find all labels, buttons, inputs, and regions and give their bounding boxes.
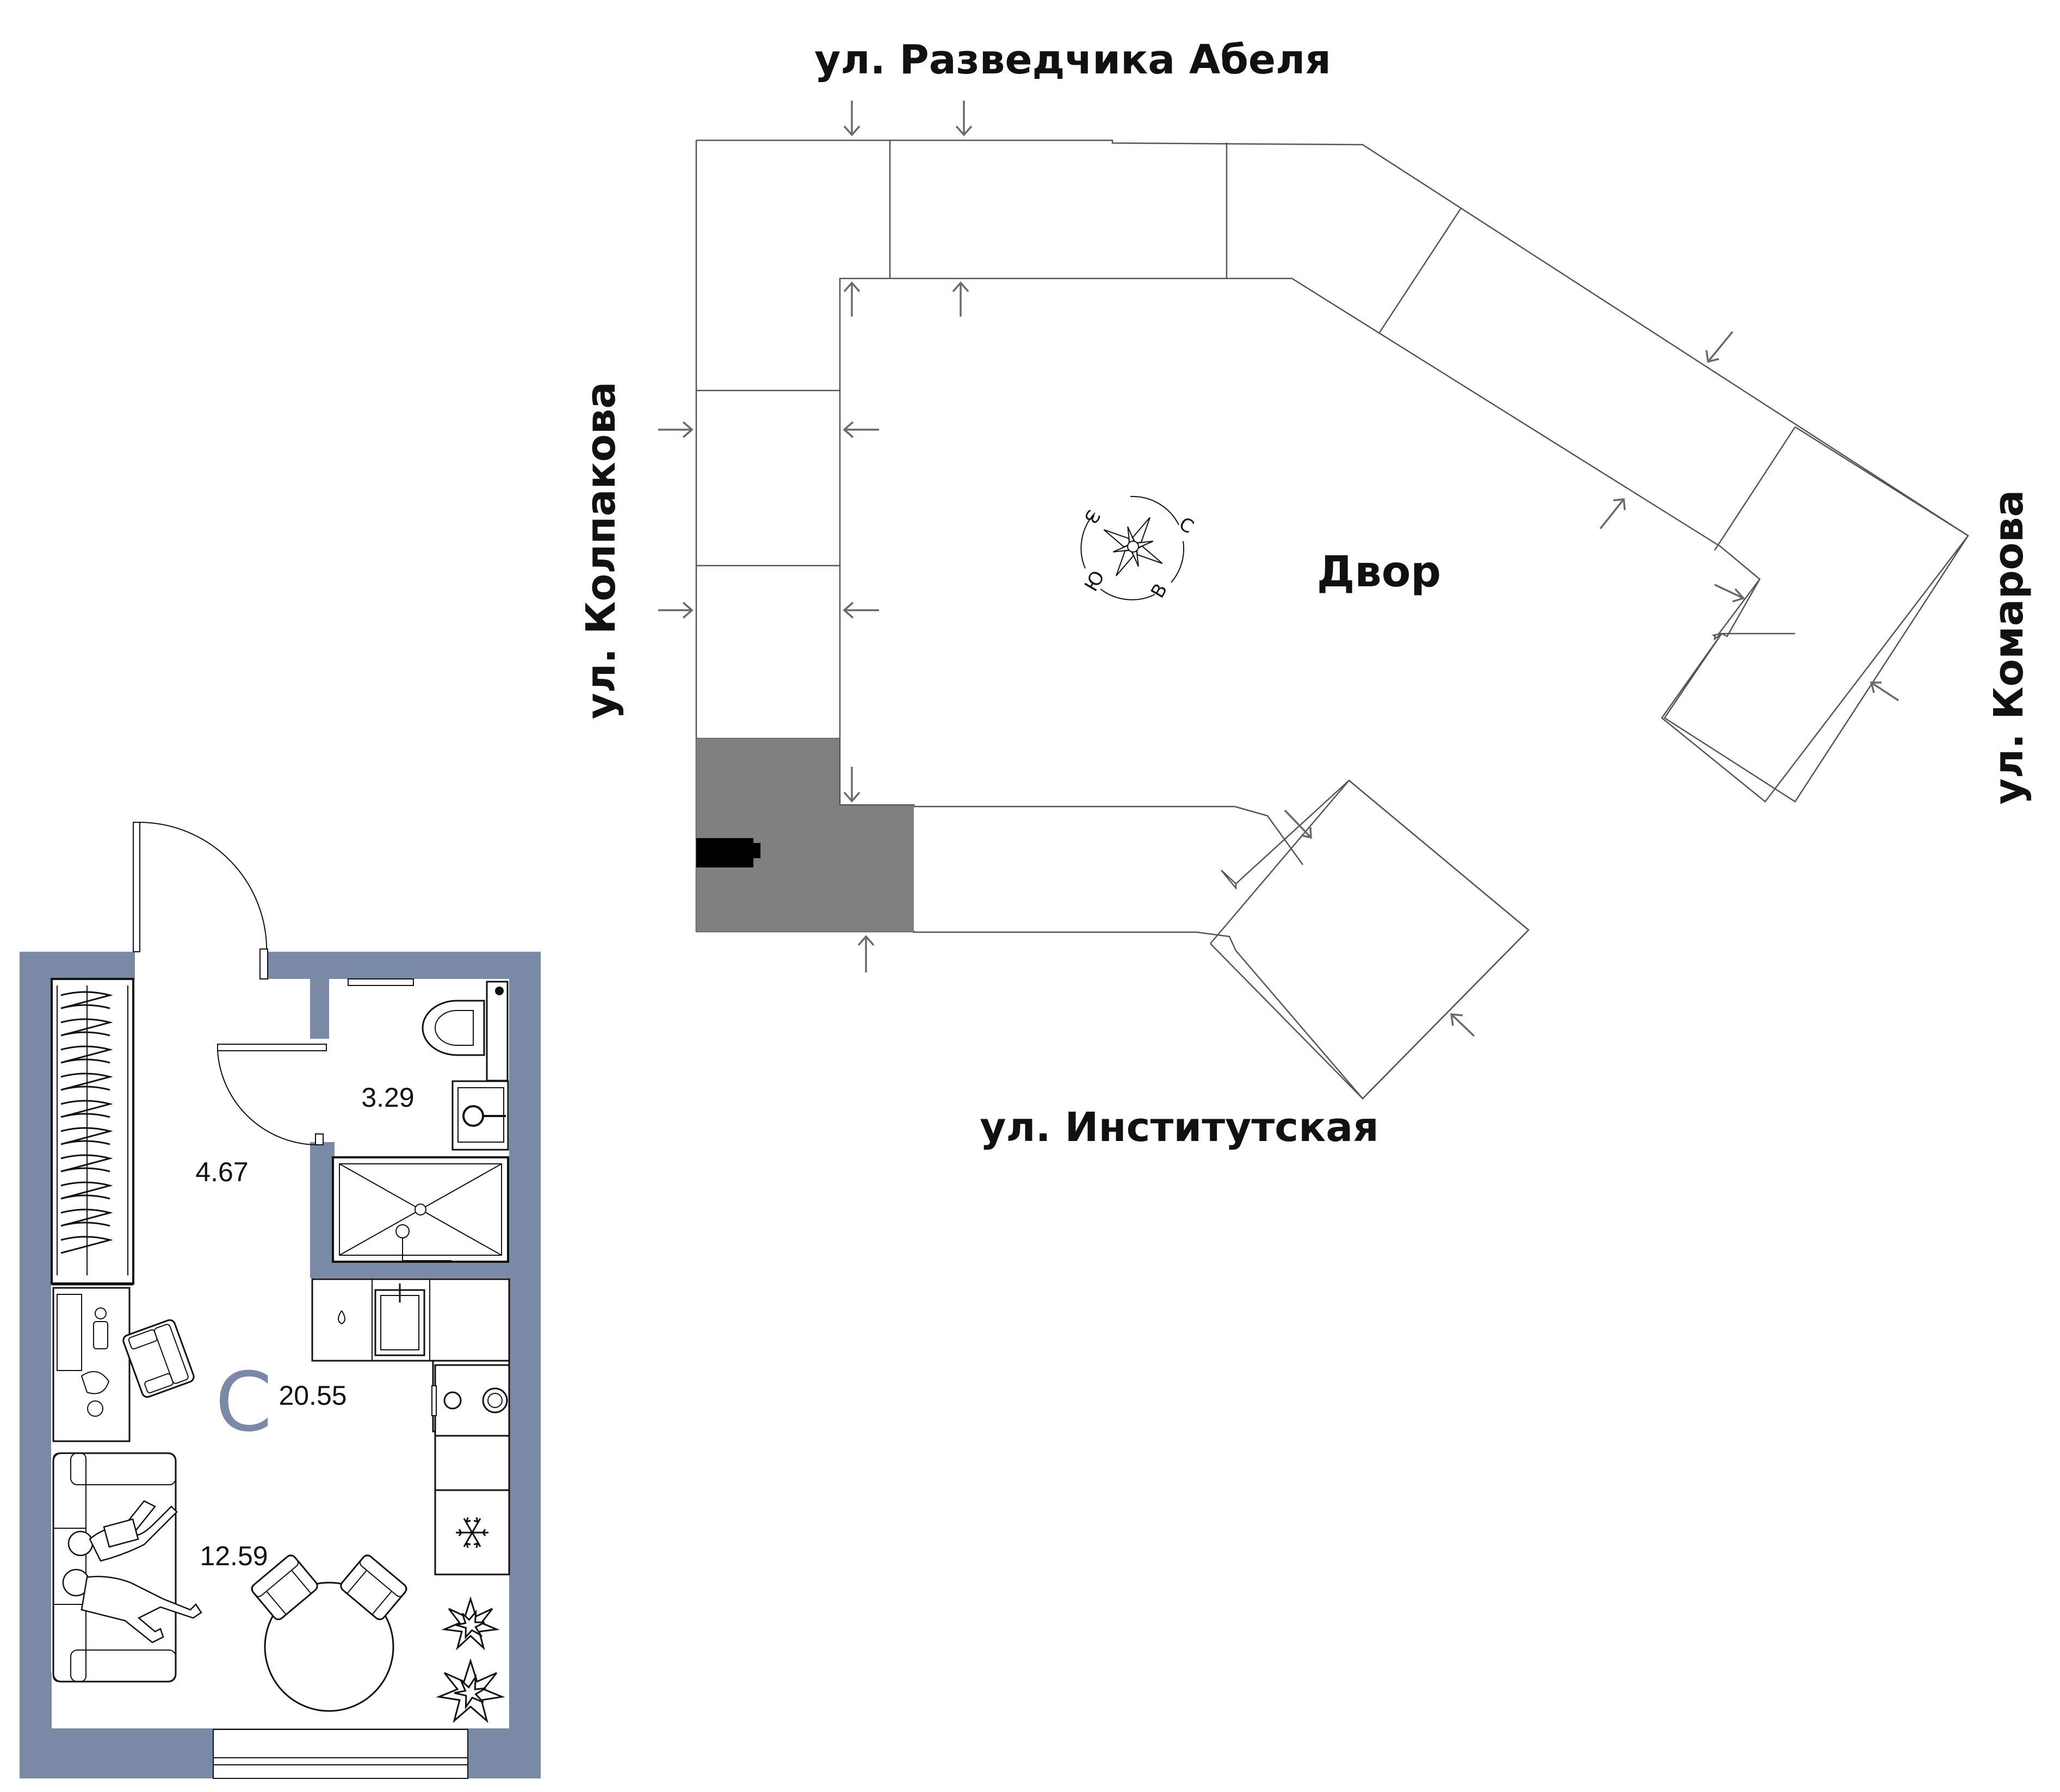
chair-icon [251,1554,318,1621]
desk-icon [52,1287,131,1442]
street-label-south: ул. Институтская [980,1104,1379,1151]
compass-south-label: Ю [1080,567,1109,596]
kitchen-sink-icon [374,1283,425,1356]
compass-east-label: В [1147,580,1172,602]
bathroom-door [217,1044,327,1146]
plant-icon [436,1658,505,1723]
compass-rose-icon: С В Ю З [1079,495,1198,602]
people-icon [62,1500,202,1644]
total-area-label: 20.55 [279,1380,347,1411]
sofa-icon [52,1452,177,1683]
street-label-north: ул. Разведчика Абеля [814,36,1331,83]
compass-north-label: С [1176,513,1198,538]
courtyard-label: Двор [1317,548,1441,597]
fridge-icon [434,1489,510,1576]
dining-table-icon [264,1582,394,1712]
entrance-arrow-icon [658,421,694,438]
building-outline [695,139,1969,1100]
compass-west-label: З [1079,506,1104,528]
washbasin-icon [451,1080,509,1151]
entrance-arrow-icon [952,281,969,317]
entrance-arrow-icon [843,281,861,317]
selected-unit-marker [696,838,760,867]
hallway-area-label: 4.67 [195,1157,248,1187]
entrance-arrow-icon [1450,1013,1475,1037]
apartment-type-letter: С [215,1355,273,1450]
entrance-arrows [658,101,1899,1037]
armchair-icon [122,1319,195,1398]
window [213,1729,468,1779]
entrance-arrow-icon [843,602,879,619]
entrance-arrow-icon [843,421,879,438]
stove-icon [431,1364,510,1437]
entrance-arrow-icon [857,935,875,972]
shower-icon [332,1156,509,1263]
toilet-icon [422,981,509,1082]
entrance-arrow-icon [1714,584,1746,603]
wardrobe-icon [51,978,134,1285]
site-plan: С В Ю З ул. Разведчика Абеля ул. Колпако… [578,36,2032,1151]
entrance-arrow-icon [843,767,861,803]
entrance-arrow-icon [843,101,861,137]
entrance-arrow-icon [1870,681,1899,702]
bathroom-area-label: 3.29 [361,1082,414,1113]
entrance-arrow-icon [955,101,973,137]
street-label-west: ул. Колпакова [578,382,624,720]
entrance-arrow-icon [1599,498,1626,530]
apartment-plan: 3.29 4.67 20.55 12.59 С [20,822,541,1779]
chair-icon [340,1554,407,1621]
plant-icon [441,1596,500,1651]
entrance-arrow-icon [658,602,694,619]
water-drop-icon [338,1310,345,1325]
street-label-east: ул. Комарова [1985,490,2032,805]
entrance-arrow-icon [1705,331,1734,363]
entrance-arrow-icon [1284,809,1312,839]
entrance-door [133,822,268,979]
living-area-label: 12.59 [200,1541,268,1571]
